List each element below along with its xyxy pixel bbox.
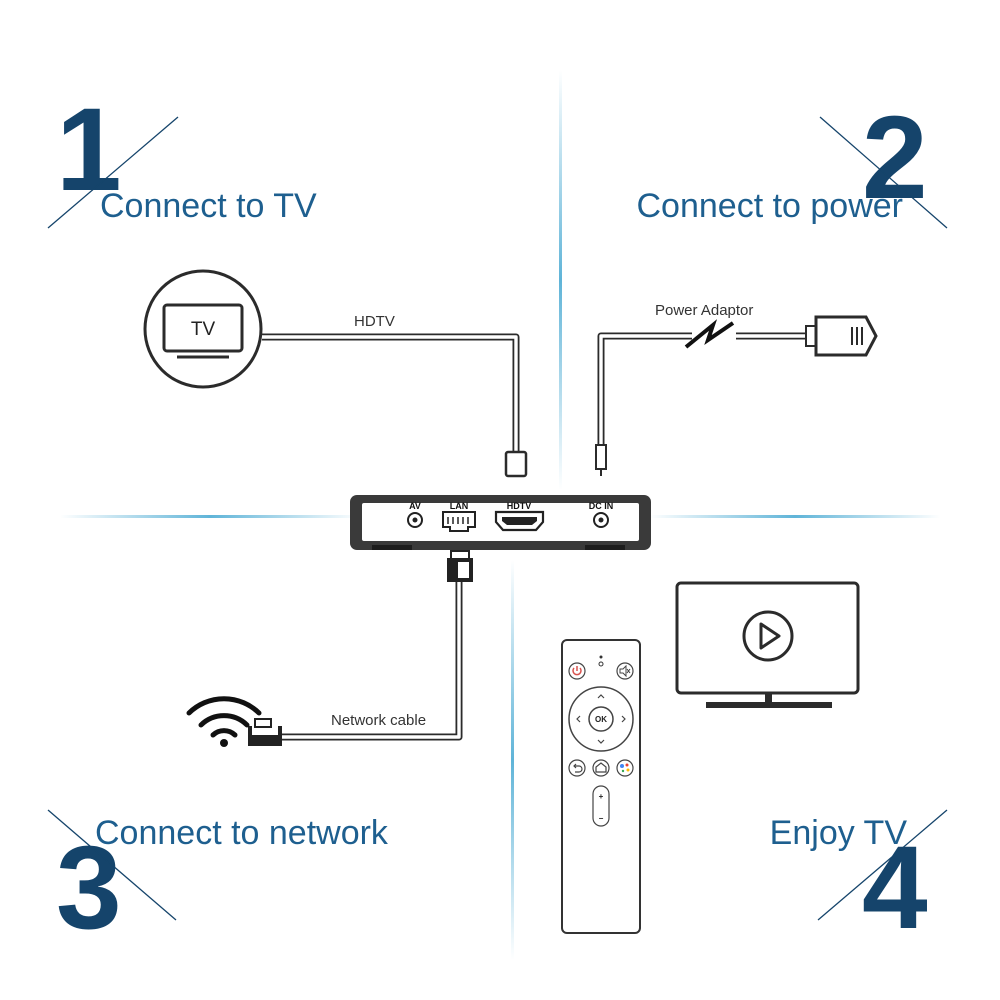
power-icon [568,662,586,680]
lan-port [442,511,476,532]
step-2-slash [819,116,948,229]
step-2-label: Connect to power [637,187,904,225]
volume-rocker: + − [592,785,610,827]
tv-icon: TV [143,269,263,389]
step-3: 3 Connect to network [47,809,389,954]
step-4: 4 Enjoy TV [770,809,948,954]
step-3-slash [47,809,177,921]
step-4-number: 4 [862,822,928,954]
ok-button-label: OK [595,715,607,724]
hdtv-cable-label: HDTV [354,313,395,330]
hdmi-port [494,510,545,532]
home-icon [592,759,610,777]
power-cable-label: Power Adaptor [655,302,753,319]
divider-left [60,515,360,518]
port-av-label: AV [409,501,421,511]
port-hdtv-label: HDTV [507,501,532,511]
remote-control: OK + − [561,639,641,934]
divider-top [559,70,562,490]
step-2: 2 Connect to power [637,92,948,229]
step-4-slash [817,809,948,921]
mute-icon [616,662,634,680]
tv-box: AV LAN HDTV DC IN [350,495,651,550]
step-1-slash [47,116,179,229]
port-lan-label: LAN [450,501,469,511]
step-1-label: Connect to TV [100,187,317,225]
cable-break-icon [684,319,735,349]
television [675,581,860,708]
play-icon [742,610,794,662]
network-cable: Network cable [248,550,473,746]
volume-down-label: − [599,814,604,823]
dpad: OK [568,686,634,752]
wifi-icon [186,696,262,747]
network-cable-label: Network cable [331,712,426,729]
port-dcin-label: DC IN [589,501,614,511]
step-1: 1 Connect to TV [47,84,317,229]
power-cable: Power Adaptor [595,302,878,476]
volume-up-label: + [599,792,604,801]
assistant-icon [616,759,634,777]
step-4-label: Enjoy TV [770,814,908,852]
back-icon [568,759,586,777]
divider-bottom [511,560,514,960]
step-3-number: 3 [56,822,122,954]
hdtv-cable: HDTV [262,313,528,478]
power-plug-icon [805,315,878,357]
tv-icon-label: TV [191,319,216,340]
step-3-label: Connect to network [95,814,389,852]
divider-right [650,515,940,518]
